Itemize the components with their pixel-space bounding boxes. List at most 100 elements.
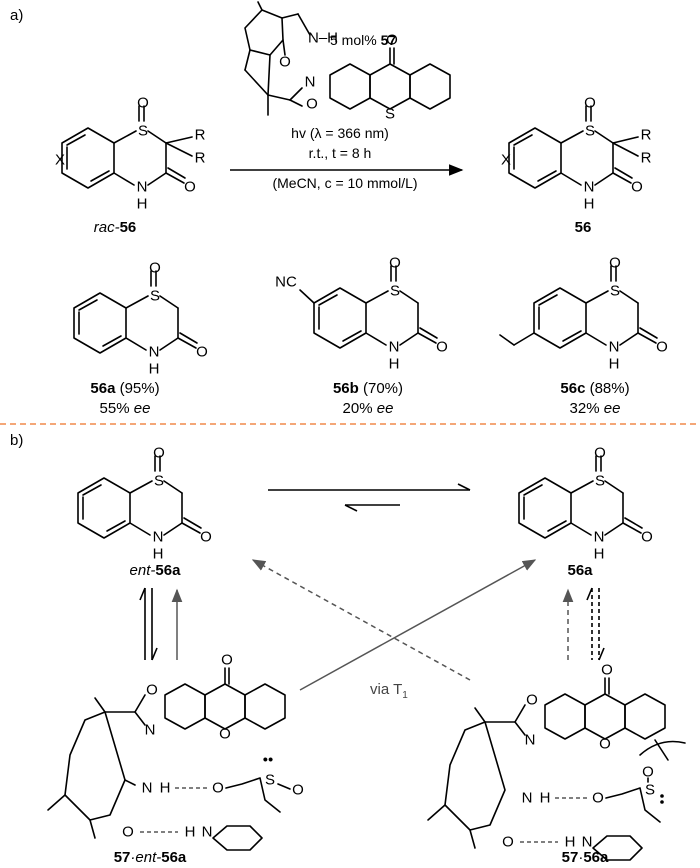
svg-text:H: H xyxy=(594,546,605,563)
svg-text:O: O xyxy=(592,790,604,807)
oxazole-o: O xyxy=(306,96,318,113)
complex-right-label: 57·56a xyxy=(562,849,609,866)
ent-56a-structure: S O N H O xyxy=(77,445,212,563)
svg-text:O: O xyxy=(656,339,668,356)
svg-text:N: N xyxy=(609,339,620,356)
arrow-complex-to-ent-56a xyxy=(251,559,471,681)
svg-text:N: N xyxy=(594,529,605,546)
equilibrium-arrows xyxy=(268,483,471,512)
thioxanthone-o: O xyxy=(386,32,398,49)
56a-label: 56a xyxy=(567,562,593,579)
svg-text:N: N xyxy=(202,824,213,841)
svg-text:N: N xyxy=(584,179,595,196)
oxazole-n: N xyxy=(305,74,316,91)
ent-56a-label: ent-56a xyxy=(130,562,182,579)
svg-text:O: O xyxy=(149,260,161,277)
svg-text:H: H xyxy=(137,196,148,213)
catalyst-nh-label: N–H xyxy=(308,30,338,47)
svg-text:O: O xyxy=(184,179,196,196)
catalyst-loading: 5 mol% 57 xyxy=(330,32,396,48)
svg-text:O: O xyxy=(599,736,611,753)
catalyst-57-structure: N–H O N O O S xyxy=(244,1,451,123)
right-vertical-arrows xyxy=(562,587,605,661)
svg-text:O: O xyxy=(153,445,165,462)
svg-text:O: O xyxy=(146,682,158,699)
svg-text:N: N xyxy=(582,834,593,851)
svg-text:O: O xyxy=(122,824,134,841)
svg-text:H: H xyxy=(153,546,164,563)
svg-text:O: O xyxy=(631,179,643,196)
svg-text:S: S xyxy=(138,123,148,140)
svg-text:N: N xyxy=(145,722,156,739)
svg-text:NC: NC xyxy=(275,274,297,291)
svg-text:O: O xyxy=(436,339,448,356)
svg-text:O: O xyxy=(526,692,538,709)
svg-text:R: R xyxy=(195,150,206,167)
example-56c-yield: 56c (88%) xyxy=(560,380,629,397)
complex-left-structure: O O O N N H O O H N S •• O xyxy=(47,652,304,851)
svg-text:R: R xyxy=(641,127,652,144)
svg-text:O: O xyxy=(221,652,233,669)
svg-text:N: N xyxy=(142,780,153,797)
substrate-label: rac-56 xyxy=(94,219,137,236)
svg-text:H: H xyxy=(540,790,551,807)
svg-text:S: S xyxy=(390,283,400,300)
svg-text:H: H xyxy=(565,834,576,851)
svg-text:H: H xyxy=(584,196,595,213)
complex-left-label: 57·ent-56a xyxy=(114,849,187,866)
svg-text:O: O xyxy=(196,344,208,361)
svg-text:N: N xyxy=(149,344,160,361)
panel-label-b: b) xyxy=(10,432,23,449)
example-56b-yield: 56b (70%) xyxy=(333,380,403,397)
svg-text:N: N xyxy=(389,339,400,356)
svg-text:O: O xyxy=(609,255,621,272)
svg-text:N: N xyxy=(137,179,148,196)
arrow-complex-to-56a xyxy=(299,559,537,691)
svg-text:X: X xyxy=(55,152,65,169)
svg-text:O: O xyxy=(642,764,654,781)
substrate-rac-56: S O N H O X R R xyxy=(55,95,206,213)
condition-solvent: (MeCN, c = 10 mmol/L) xyxy=(272,175,417,191)
product-56: S O N H O X R R xyxy=(501,95,652,213)
svg-text:H: H xyxy=(160,780,171,797)
product-label: 56 xyxy=(575,219,592,236)
example-56b-structure: S O N H O NC xyxy=(275,255,448,373)
svg-text:X: X xyxy=(501,152,511,169)
example-56a-ee: 55% ee xyxy=(100,400,151,417)
svg-text:O: O xyxy=(292,782,304,799)
svg-text:S: S xyxy=(585,123,595,140)
56a-structure: S O N H O xyxy=(518,445,653,563)
svg-text:N: N xyxy=(522,790,533,807)
svg-text:S: S xyxy=(154,473,164,490)
svg-text:S: S xyxy=(150,288,160,305)
svg-text:N: N xyxy=(153,529,164,546)
svg-text:H: H xyxy=(149,361,160,378)
svg-text:H: H xyxy=(609,356,620,373)
svg-text:O: O xyxy=(502,834,514,851)
svg-text:R: R xyxy=(641,150,652,167)
svg-text:O: O xyxy=(212,780,224,797)
svg-text:N: N xyxy=(525,732,536,749)
svg-text:H: H xyxy=(185,824,196,841)
svg-text:R: R xyxy=(195,127,206,144)
example-56b-ee: 20% ee xyxy=(343,400,394,417)
example-56c-structure: S O N H O xyxy=(499,255,668,373)
svg-text:H: H xyxy=(389,356,400,373)
svg-text:O: O xyxy=(594,445,606,462)
svg-text:O: O xyxy=(137,95,149,112)
via-t1-label: via T1 xyxy=(370,681,408,701)
condition-temp-time: r.t., t = 8 h xyxy=(309,145,372,161)
svg-text:O: O xyxy=(389,255,401,272)
svg-text:O: O xyxy=(641,529,653,546)
svg-text:O: O xyxy=(219,726,231,743)
svg-text:S: S xyxy=(265,772,275,789)
condition-light: hv (λ = 366 nm) xyxy=(291,125,389,141)
example-56a-structure: S O N H O xyxy=(73,260,208,378)
panel-label-a: a) xyxy=(10,7,23,24)
example-56a-yield: 56a (95%) xyxy=(90,380,159,397)
catalyst-carbonyl-o: O xyxy=(279,54,291,71)
svg-text:O: O xyxy=(200,529,212,546)
example-56c-ee: 32% ee xyxy=(570,400,621,417)
svg-text:O: O xyxy=(601,662,613,679)
